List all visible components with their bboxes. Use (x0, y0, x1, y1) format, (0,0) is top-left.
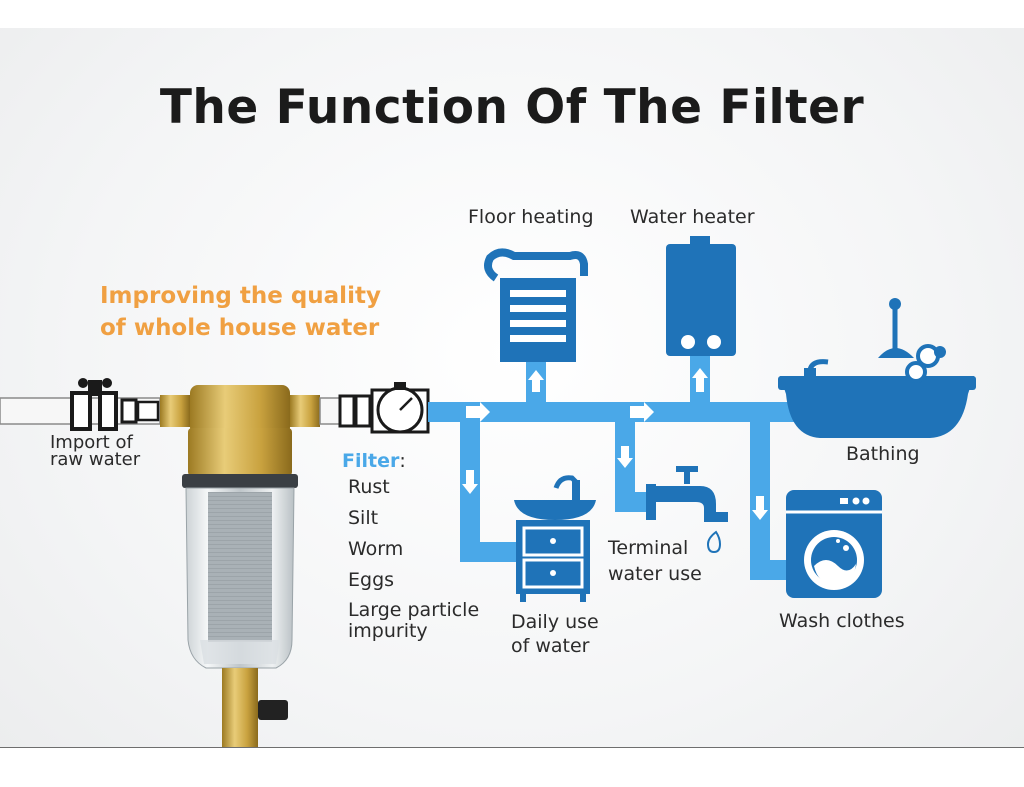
daily-use-label-line-2: of water (511, 635, 590, 657)
filtered-impurities-list: Rust Silt Worm Eggs Large particle impur… (348, 476, 479, 642)
sink-cabinet-icon (514, 475, 596, 602)
page-title: The Function Of The Filter (159, 80, 865, 135)
pressure-gauge (319, 382, 430, 434)
terminal-label-line-2: water use (608, 563, 702, 585)
wash-clothes-label: Wash clothes (779, 610, 905, 632)
water-heater-icon (666, 236, 736, 356)
list-item: Worm (348, 538, 404, 560)
large-particle-line-1: Large particle (348, 599, 480, 621)
filter-heading-colon: : (399, 450, 406, 472)
bathing-label: Bathing (846, 443, 920, 465)
slogan-line-2: of whole house water (100, 315, 380, 341)
flow-arrows (462, 368, 768, 520)
terminal-label-line-1: Terminal (608, 537, 689, 559)
inlet-pipe (0, 378, 161, 431)
daily-use-label-line-1: Daily use (511, 611, 599, 633)
inlet-label-line-2: raw water (50, 449, 141, 470)
list-item: Silt (348, 507, 379, 529)
faucet-icon (646, 466, 728, 554)
bathtub-icon (778, 298, 976, 438)
floor-heating-icon (484, 248, 588, 362)
list-item-large-particle: Large particle impurity (348, 600, 479, 642)
inlet-label-line-1: Import of (50, 432, 133, 453)
pre-filter-device (160, 385, 320, 747)
large-particle-line-2: impurity (348, 620, 428, 642)
filter-heading: Filter: (342, 450, 406, 472)
filter-heading-text: Filter (342, 450, 400, 472)
list-item: Rust (348, 476, 390, 498)
floor-heating-label: Floor heating (468, 206, 594, 228)
slogan-line-1: Improving the quality (100, 283, 381, 309)
bottom-band (0, 747, 1024, 787)
washing-machine-icon (786, 490, 882, 598)
water-heater-label: Water heater (630, 206, 755, 228)
list-item: Eggs (348, 569, 395, 591)
top-band (0, 0, 1024, 28)
